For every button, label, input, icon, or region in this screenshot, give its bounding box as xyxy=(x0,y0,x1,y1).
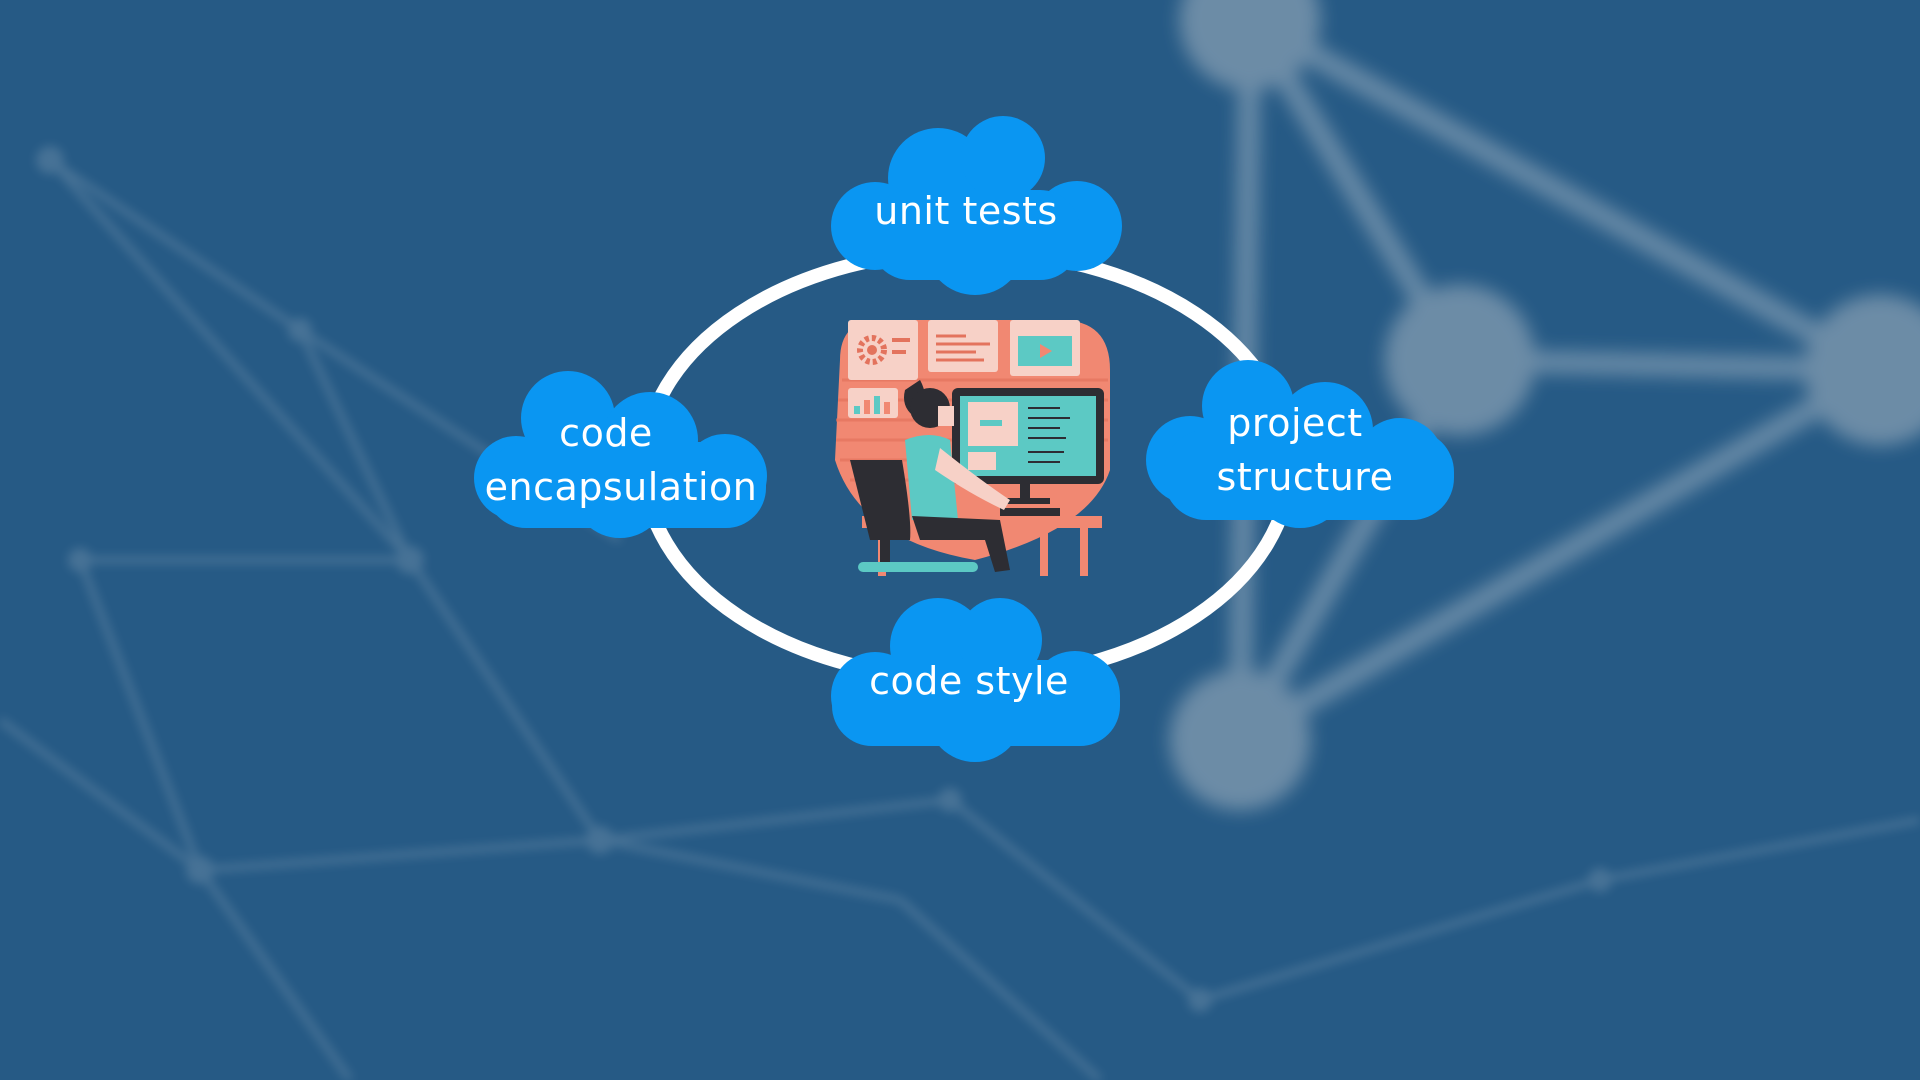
gear-window xyxy=(848,320,918,380)
node-line: structure xyxy=(1216,455,1394,499)
node-line: unit tests xyxy=(874,189,1058,233)
office-chair xyxy=(850,460,978,572)
node-line: code xyxy=(559,411,653,455)
node-label-unit-tests: unit tests xyxy=(846,184,1086,238)
cloud-right xyxy=(1146,360,1454,528)
developer-person xyxy=(904,380,1010,572)
code-window-icon xyxy=(928,320,998,372)
cloud-left xyxy=(474,371,767,538)
network-background xyxy=(1169,0,1920,811)
bar-chart-icon xyxy=(848,388,898,418)
monitor xyxy=(952,388,1104,504)
play-video-icon xyxy=(1010,320,1080,376)
node-label-project-structure: project structure xyxy=(1160,396,1450,504)
cloud-top xyxy=(831,116,1122,295)
node-label-code-encapsulation: code encapsulation xyxy=(476,406,766,514)
node-label-code-style: code style xyxy=(846,654,1092,708)
developer-illustration xyxy=(835,320,1110,576)
cloud-bottom xyxy=(831,598,1120,762)
node-line: project xyxy=(1227,401,1363,445)
node-line: encapsulation xyxy=(484,465,758,509)
network-background-faint xyxy=(0,146,1920,1080)
node-line: code style xyxy=(869,659,1069,703)
